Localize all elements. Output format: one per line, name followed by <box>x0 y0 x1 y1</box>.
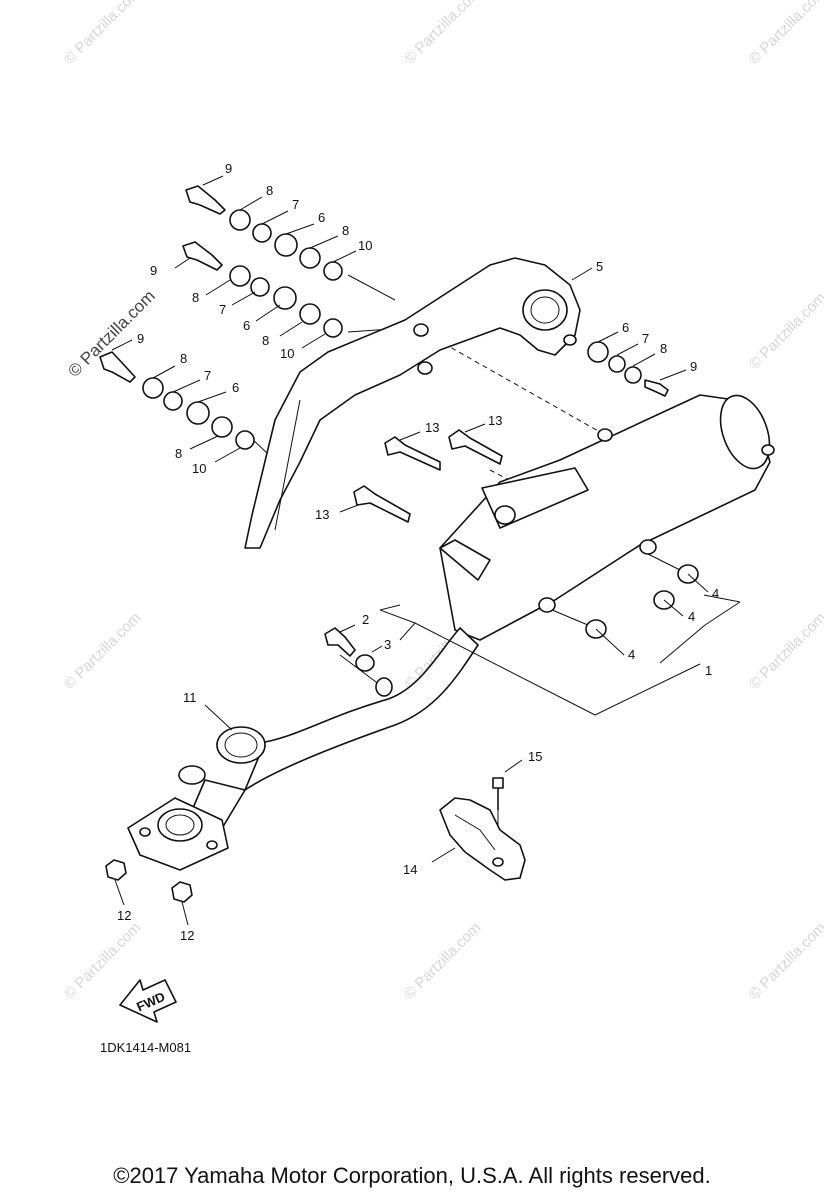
callout-10: 10 <box>192 461 206 476</box>
callout-11: 11 <box>183 690 197 705</box>
diagram-code: 1DK1414-M081 <box>100 1040 192 1055</box>
watermark: © Partzilla.com <box>401 919 484 1002</box>
callout-7: 7 <box>642 331 649 346</box>
hardware-stack-lower <box>99 351 255 450</box>
callout-8: 8 <box>175 446 182 461</box>
callout-1: 1 <box>705 663 712 678</box>
watermark: © Partzilla.com <box>746 609 824 692</box>
callout-13: 13 <box>425 420 439 435</box>
callout-10: 10 <box>280 346 294 361</box>
copyright-notice: ©2017 Yamaha Motor Corporation, U.S.A. A… <box>113 1163 711 1188</box>
callout-12: 12 <box>117 908 131 923</box>
callout-8: 8 <box>342 223 349 238</box>
protector-14 <box>439 777 526 881</box>
callout-9: 9 <box>150 263 157 278</box>
callout-6: 6 <box>622 320 629 335</box>
callout-8: 8 <box>660 341 667 356</box>
watermark: © Partzilla.com <box>746 0 824 68</box>
callout-8: 8 <box>262 333 269 348</box>
callout-6: 6 <box>318 210 325 225</box>
muffler-1 <box>439 394 775 641</box>
callout-8: 8 <box>266 183 273 198</box>
callout-7: 7 <box>292 197 299 212</box>
hardware-stack-middle <box>182 241 343 338</box>
callout-6: 6 <box>232 380 239 395</box>
callout-9: 9 <box>137 331 144 346</box>
leader-lines <box>111 175 741 926</box>
callout-13: 13 <box>488 413 502 428</box>
callout-4: 4 <box>628 647 635 662</box>
callout-2: 2 <box>362 612 369 627</box>
callout-9: 9 <box>225 161 232 176</box>
callout-6: 6 <box>243 318 250 333</box>
watermark: © Partzilla.com <box>61 0 144 68</box>
watermark: © Partzilla.com <box>746 919 824 1002</box>
hardware-stack-right <box>587 341 669 397</box>
watermark: © Partzilla.com <box>61 609 144 692</box>
exhaust-bracket-5 <box>244 257 581 549</box>
callout-12: 12 <box>180 928 194 943</box>
watermark: © Partzilla.com <box>401 0 484 68</box>
callout-5: 5 <box>596 259 603 274</box>
gasket-11 <box>216 726 266 764</box>
callout-8: 8 <box>192 290 199 305</box>
callout-3: 3 <box>384 637 391 652</box>
callout-4: 4 <box>712 586 719 601</box>
callout-labels: 9 8 7 6 8 10 9 8 7 6 8 10 9 8 7 6 8 10 5… <box>117 161 719 943</box>
exhaust-flange <box>127 765 229 871</box>
callout-14: 14 <box>403 862 417 877</box>
callout-15: 15 <box>528 749 542 764</box>
bolts-13 <box>353 429 503 523</box>
callout-9: 9 <box>690 359 697 374</box>
callout-13: 13 <box>315 507 329 522</box>
fwd-arrow: FWD <box>119 979 177 1023</box>
callout-7: 7 <box>219 302 226 317</box>
callout-10: 10 <box>358 238 372 253</box>
watermark: © Partzilla.com <box>746 289 824 372</box>
callout-4: 4 <box>688 609 695 624</box>
callout-8: 8 <box>180 351 187 366</box>
nuts-12 <box>105 859 193 903</box>
callout-7: 7 <box>204 368 211 383</box>
